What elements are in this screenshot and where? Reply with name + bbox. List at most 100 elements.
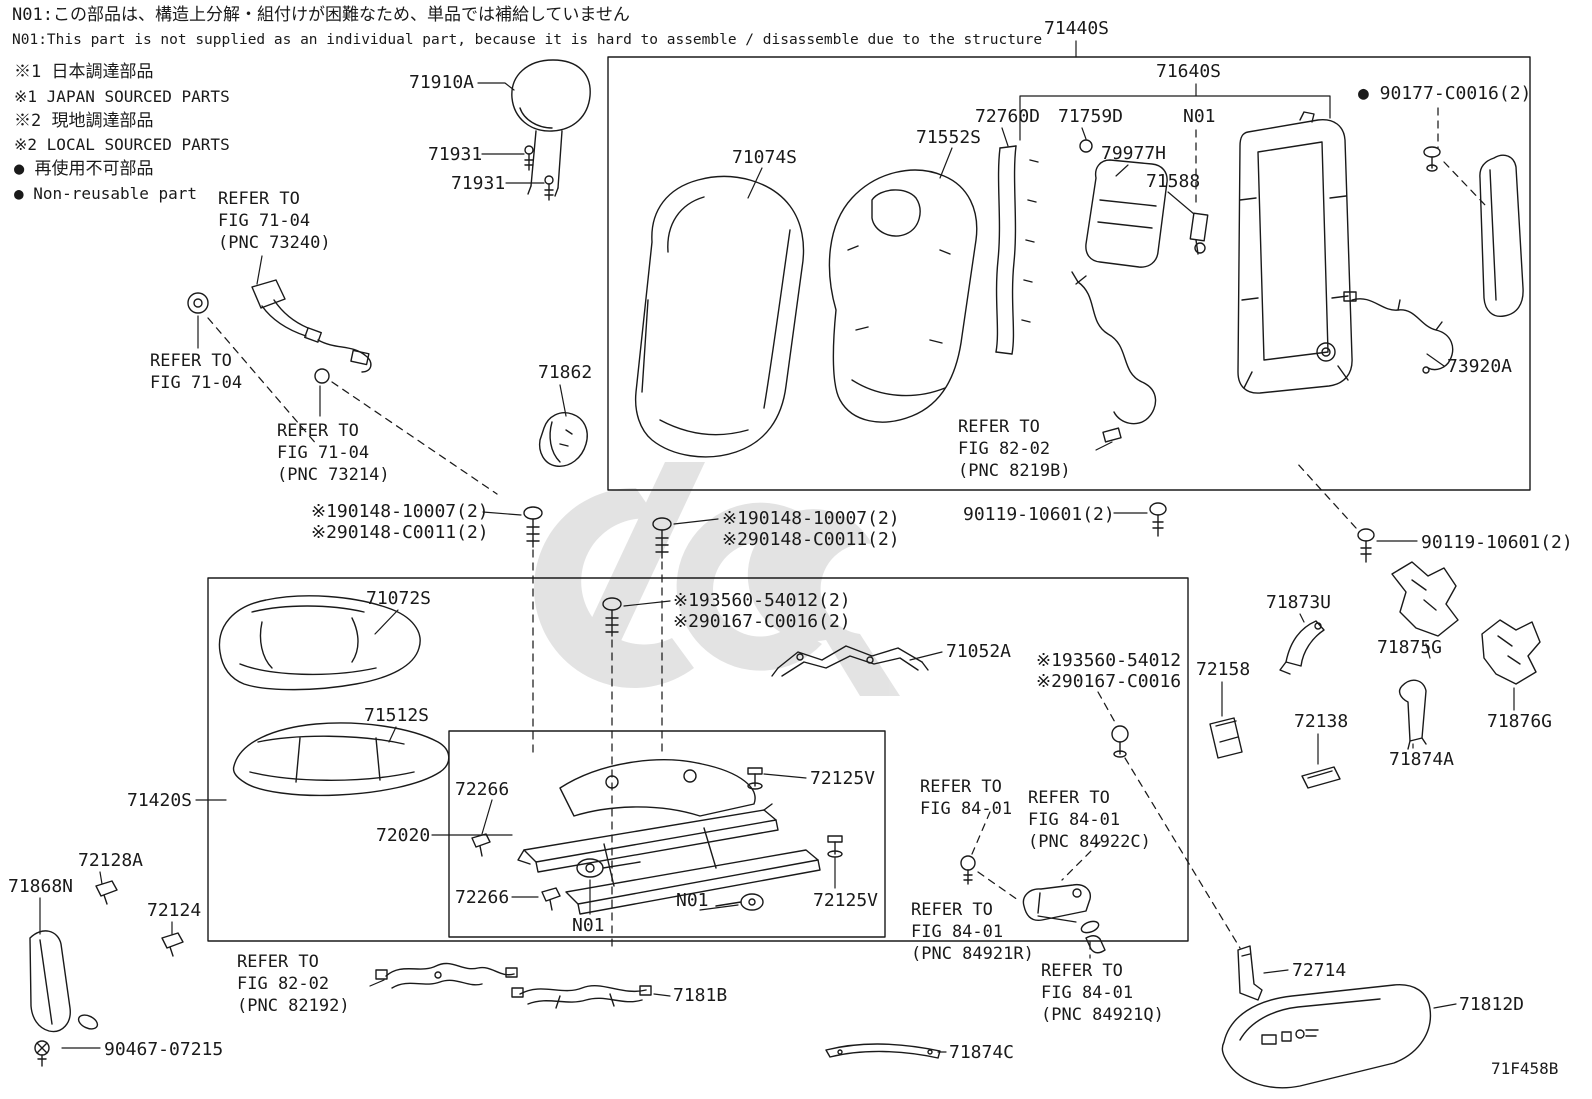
part-label: 71512S — [364, 705, 430, 726]
part-label: 71440S — [1044, 18, 1110, 39]
diagram-code: 71F458B — [1491, 1059, 1559, 1078]
part-label: 71910A — [409, 72, 475, 93]
part-label: (PNC 73240) — [218, 233, 331, 253]
bolt-190148-center — [652, 517, 672, 559]
part-label: FIG 82-02 — [237, 974, 330, 994]
recliner-garnish-drawing — [1479, 154, 1524, 318]
part-label: (PNC 84921R) — [911, 944, 1034, 964]
bolt-90119-left — [1149, 502, 1167, 537]
part-label: 72266 — [455, 779, 510, 800]
part-label: 72125V — [813, 890, 879, 911]
part-label: REFER TO — [1041, 961, 1123, 981]
clip-72125V-bottom — [827, 835, 843, 858]
legend-note: ※2 LOCAL SOURCED PARTS — [14, 135, 230, 154]
part-label: 71588 — [1146, 171, 1201, 192]
part-label: 71931 — [428, 144, 483, 165]
leader-lines — [39, 40, 1515, 1053]
headrest-drawing — [511, 59, 591, 197]
clip-72266-bottom — [541, 887, 561, 911]
screw-90467 — [34, 1040, 50, 1067]
bracket-72714-drawing — [1237, 945, 1263, 1001]
part-label: FIG 84-01 — [911, 922, 1004, 942]
part-label: REFER TO — [150, 351, 232, 371]
region-boxes — [207, 56, 1531, 942]
clip-193560-right — [1111, 725, 1129, 758]
part-label: 72125V — [810, 768, 876, 789]
screw-84-01 — [960, 855, 976, 885]
part-label: 72266 — [455, 887, 510, 908]
seat-back-board-drawing — [995, 139, 1093, 355]
bracket-72158-drawing — [1209, 717, 1243, 759]
seat-cushion-pad-drawing — [232, 722, 450, 797]
part-label: (PNC 8219B) — [958, 461, 1071, 481]
grommet-90177-drawing — [1423, 146, 1441, 172]
part-label: 73920A — [1447, 356, 1513, 377]
part-label: ● 90177-C0016(2) — [1358, 83, 1532, 104]
legend-note: ● Non-reusable part — [14, 184, 198, 203]
part-label: (PNC 82192) — [237, 996, 350, 1016]
part-label: ※290148-C0011(2) — [722, 529, 900, 550]
bracket-72138-drawing — [1301, 766, 1341, 789]
hook-71874A-drawing — [1398, 679, 1427, 750]
trim-71868N-drawing — [29, 930, 99, 1033]
part-label: 71420S — [127, 790, 193, 811]
seat-track-drawing — [517, 759, 821, 915]
part-label: 90119-10601(2) — [963, 504, 1115, 525]
legend-note: ※2 現地調達部品 — [14, 111, 154, 131]
part-label: 90467-07215 — [104, 1039, 224, 1060]
part-label: 71052A — [946, 641, 1012, 662]
part-label: REFER TO — [277, 421, 359, 441]
part-label: 71876G — [1487, 711, 1553, 732]
part-label: N01 — [1183, 106, 1216, 127]
part-label: (PNC 73214) — [277, 465, 390, 485]
bracket-71873U-drawing — [1279, 620, 1325, 675]
part-label: FIG 82-02 — [958, 439, 1051, 459]
part-label: 72138 — [1294, 711, 1349, 732]
strip-71874C-drawing — [825, 1043, 941, 1059]
part-label: 71868N — [8, 876, 74, 897]
lumbar-harness-drawing — [1071, 271, 1157, 443]
part-label: 71640S — [1156, 61, 1222, 82]
seat-cushion-cover-drawing — [218, 595, 421, 691]
part-label: 71875G — [1377, 637, 1443, 658]
bolt-90119-right — [1357, 528, 1375, 563]
part-label: 71074S — [732, 147, 798, 168]
inner-belt-drawing — [1022, 883, 1106, 954]
part-label: FIG 84-01 — [920, 799, 1013, 819]
part-label: ※290148-C0011(2) — [311, 522, 489, 543]
part-label: N01 — [676, 890, 709, 911]
legend-note: ※1 JAPAN SOURCED PARTS — [14, 87, 230, 106]
part-label: 71759D — [1058, 106, 1124, 127]
part-label: FIG 71-04 — [150, 373, 243, 393]
bolt-190148-left — [523, 506, 543, 548]
watermark — [534, 462, 900, 696]
headrest-stay-screws — [524, 145, 554, 201]
part-label: 72760D — [975, 106, 1041, 127]
pad-71862-drawing — [538, 412, 588, 467]
seat-heater-drawing — [1085, 159, 1168, 268]
part-label: (PNC 84922C) — [1028, 832, 1151, 852]
seat-back-pad-drawing — [828, 169, 978, 423]
harness-82192-drawing — [375, 962, 518, 989]
part-label: 71812D — [1459, 994, 1525, 1015]
back-frame-harness-drawing — [1343, 291, 1454, 374]
bracket-71876G-drawing — [1481, 619, 1541, 685]
part-label: REFER TO — [1028, 788, 1110, 808]
part-label: 72020 — [376, 825, 431, 846]
legend-note: N01:この部品は、構造上分解・組付けが困難なため、単品では補給していません — [12, 5, 630, 25]
part-label: FIG 84-01 — [1028, 810, 1121, 830]
harness-7181B-drawing — [511, 985, 652, 1009]
part-label: 71931 — [451, 173, 506, 194]
part-label: 71873U — [1266, 592, 1332, 613]
part-label: 90119-10601(2) — [1421, 532, 1573, 553]
part-label: REFER TO — [920, 777, 1002, 797]
part-label: REFER TO — [237, 952, 319, 972]
part-label: REFER TO — [911, 900, 993, 920]
belt-buckle-drawing — [187, 279, 372, 384]
part-label: N01 — [572, 915, 605, 936]
legend-note: N01:This part is not supplied as an indi… — [12, 32, 1043, 48]
seat-back-cover-drawing — [634, 175, 805, 458]
part-label: 72124 — [147, 900, 202, 921]
part-label: ※290167-C0016(2) — [673, 611, 851, 632]
